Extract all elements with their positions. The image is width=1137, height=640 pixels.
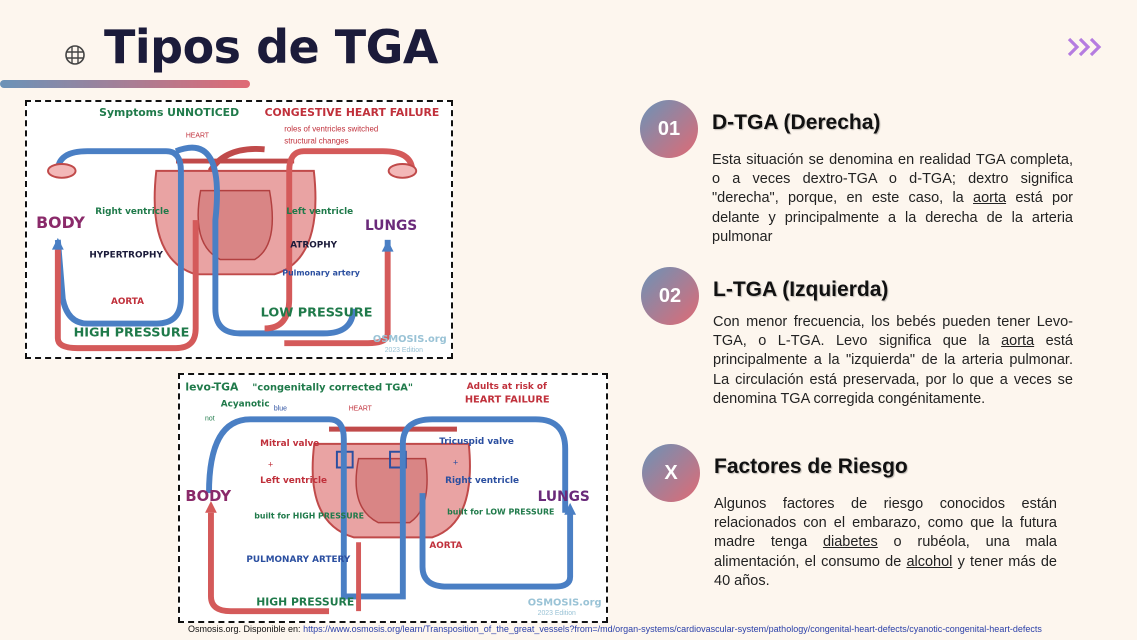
dtga-heart-label: HEART xyxy=(186,132,210,139)
section-body-ltga: Con menor frecuencia, los bebés pueden t… xyxy=(713,313,1073,409)
dtga-hypertrophy: HYPERTROPHY xyxy=(89,251,163,261)
ltga-aorta: AORTA xyxy=(429,541,462,551)
aorta-link[interactable]: aorta xyxy=(1001,333,1035,350)
ltga-illustration: levo-TGA "congenitally corrected TGA" Ad… xyxy=(185,381,602,617)
dtga-aorta: AORTA xyxy=(111,297,144,307)
section-text: está por delante y principalmente a la d… xyxy=(712,190,1073,245)
ltga-plus-1: + xyxy=(268,459,273,469)
source-prefix: Osmosis.org. Disponible en: xyxy=(188,624,304,634)
section-number-badge: 02 xyxy=(641,267,699,325)
dtga-diagram: Symptoms UNNOTICED CONGESTIVE HEART FAIL… xyxy=(25,100,453,359)
dtga-sub2: structural changes xyxy=(284,136,348,145)
source-link[interactable]: https://www.osmosis.org/learn/Transposit… xyxy=(303,624,1042,634)
dtga-illustration: Symptoms UNNOTICED CONGESTIVE HEART FAIL… xyxy=(36,106,447,354)
section-text: está principalmente a la "izquierda" de … xyxy=(713,333,1073,407)
ltga-body-label: BODY xyxy=(185,488,231,505)
ltga-built-low: built for LOW PRESSURE xyxy=(447,508,554,517)
ltga-heading-c: Adults at risk of xyxy=(467,382,547,392)
page-title: Tipos de TGA xyxy=(104,20,438,74)
ltga-left-ventricle: Left ventricle xyxy=(260,476,327,486)
dtga-top-note: Symptoms UNNOTICED xyxy=(99,106,239,119)
section-text: Con menor frecuencia, los bebés pueden t… xyxy=(713,314,1073,350)
ltga-watermark: OSMOSIS.org xyxy=(528,597,602,608)
dtga-high-pressure: HIGH PRESSURE xyxy=(74,325,190,340)
section-body-risk: Algunos factores de riesgo conocidos est… xyxy=(714,495,1057,591)
aorta-link[interactable]: aorta xyxy=(973,190,1007,207)
dtga-lungs-label: LUNGS xyxy=(365,218,417,234)
dtga-watermark: OSMOSIS.org xyxy=(373,334,447,345)
ltga-pulmonary-artery: PULMONARY ARTERY xyxy=(246,555,351,565)
ltga-diagram: levo-TGA "congenitally corrected TGA" Ad… xyxy=(178,373,608,623)
dtga-pulmonary-artery: Pulmonary artery xyxy=(282,268,360,277)
source-citation: Osmosis.org. Disponible en: https://www.… xyxy=(188,624,1042,634)
section-text: Esta situación se denomina en realidad T… xyxy=(712,152,1073,207)
alcohol-link[interactable]: alcohol xyxy=(906,553,953,570)
chevrons-right-icon xyxy=(1067,37,1102,57)
grid-globe-icon xyxy=(65,45,85,65)
section-number-badge: X xyxy=(642,444,700,502)
ltga-high-pressure: HIGH PRESSURE xyxy=(256,595,354,608)
ltga-lungs-label: LUNGS xyxy=(538,489,590,505)
diabetes-link[interactable]: diabetes xyxy=(822,534,878,551)
ltga-heading-a: levo-TGA xyxy=(185,381,239,394)
title-accent-bar xyxy=(0,80,250,88)
section-title-ltga: L-TGA (Izquierda) xyxy=(713,278,889,301)
section-title-risk: Factores de Riesgo xyxy=(714,455,908,478)
dtga-atrophy: ATROPHY xyxy=(290,241,337,251)
section-text: o rubéola, una mala alimentación, el con… xyxy=(714,534,1057,570)
ltga-blue: blue xyxy=(274,405,287,412)
ltga-heart-label: HEART xyxy=(349,405,373,412)
dtga-sub1: roles of ventricles switched xyxy=(284,125,378,134)
ltga-heading-d: HEART FAILURE xyxy=(465,395,550,406)
dtga-right-ventricle: Right ventricle xyxy=(95,207,169,217)
section-title-dtga: D-TGA (Derecha) xyxy=(712,111,881,134)
ltga-mitral: Mitral valve xyxy=(260,439,319,449)
dtga-watermark-year: 2023 Edition xyxy=(385,347,423,354)
ltga-right-ventricle: Right ventricle xyxy=(445,476,519,486)
dtga-left-ventricle: Left ventricle xyxy=(286,207,353,217)
dtga-body-label: BODY xyxy=(36,213,85,232)
dtga-chf-label: CONGESTIVE HEART FAILURE xyxy=(265,106,440,119)
ltga-tricuspid: Tricuspid valve xyxy=(439,437,514,447)
section-number-badge: 01 xyxy=(640,100,698,158)
dtga-low-pressure: LOW PRESSURE xyxy=(261,306,373,321)
ltga-acyanotic: Acyanotic xyxy=(221,399,270,409)
ltga-plus-2: + xyxy=(453,458,458,468)
ltga-built-high: built for HIGH PRESSURE xyxy=(254,512,364,521)
ltga-not: not xyxy=(205,415,215,422)
section-text: Algunos factores de riesgo conocidos est… xyxy=(714,496,1057,551)
ltga-heading-b: "congenitally corrected TGA" xyxy=(252,383,413,394)
ltga-watermark-year: 2023 Edition xyxy=(538,610,576,617)
section-text: y tener más de 40 años. xyxy=(714,553,1057,589)
section-body-dtga: Esta situación se denomina en realidad T… xyxy=(712,151,1073,247)
